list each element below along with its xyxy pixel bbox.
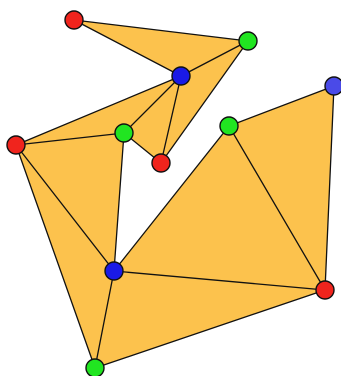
edge-v9-v10 (113, 270, 326, 291)
vertex-v7-red (151, 153, 171, 173)
vertex-v9-blue (104, 261, 124, 281)
edge-v9-v8 (113, 125, 230, 272)
edge-v3-v5 (15, 75, 182, 146)
vertex-v2-green (238, 31, 258, 51)
edge-v4-v10 (324, 85, 335, 291)
vertex-v10-red (315, 280, 335, 300)
edge-v5-v11 (15, 144, 96, 369)
vertex-v1-red (64, 10, 84, 30)
edge-v1-v2 (73, 19, 249, 42)
colored-vertices (6, 10, 341, 376)
edge-v1-v3 (73, 19, 182, 77)
edge-v8-v4 (228, 85, 335, 127)
vertex-v11-green (85, 358, 105, 376)
edge-v8-v10 (228, 125, 326, 291)
vertex-v6-green (114, 123, 134, 143)
edge-v5-v6 (15, 132, 125, 146)
vertex-v3-blue (171, 66, 191, 86)
triangle-edges (15, 19, 335, 369)
edge-v9-v11 (94, 270, 115, 369)
vertex-v5-red (6, 135, 26, 155)
edge-v3-v6 (123, 75, 182, 134)
vertex-v4-blue_faded (324, 76, 341, 96)
vertex-v8-green (219, 116, 239, 136)
edge-v2-v7 (160, 40, 249, 164)
edge-v5-v9 (15, 144, 115, 272)
edge-v10-v11 (94, 289, 326, 369)
edge-v6-v9 (113, 132, 125, 272)
edge-v3-v7 (160, 75, 182, 164)
edge-v2-v3 (180, 40, 249, 77)
